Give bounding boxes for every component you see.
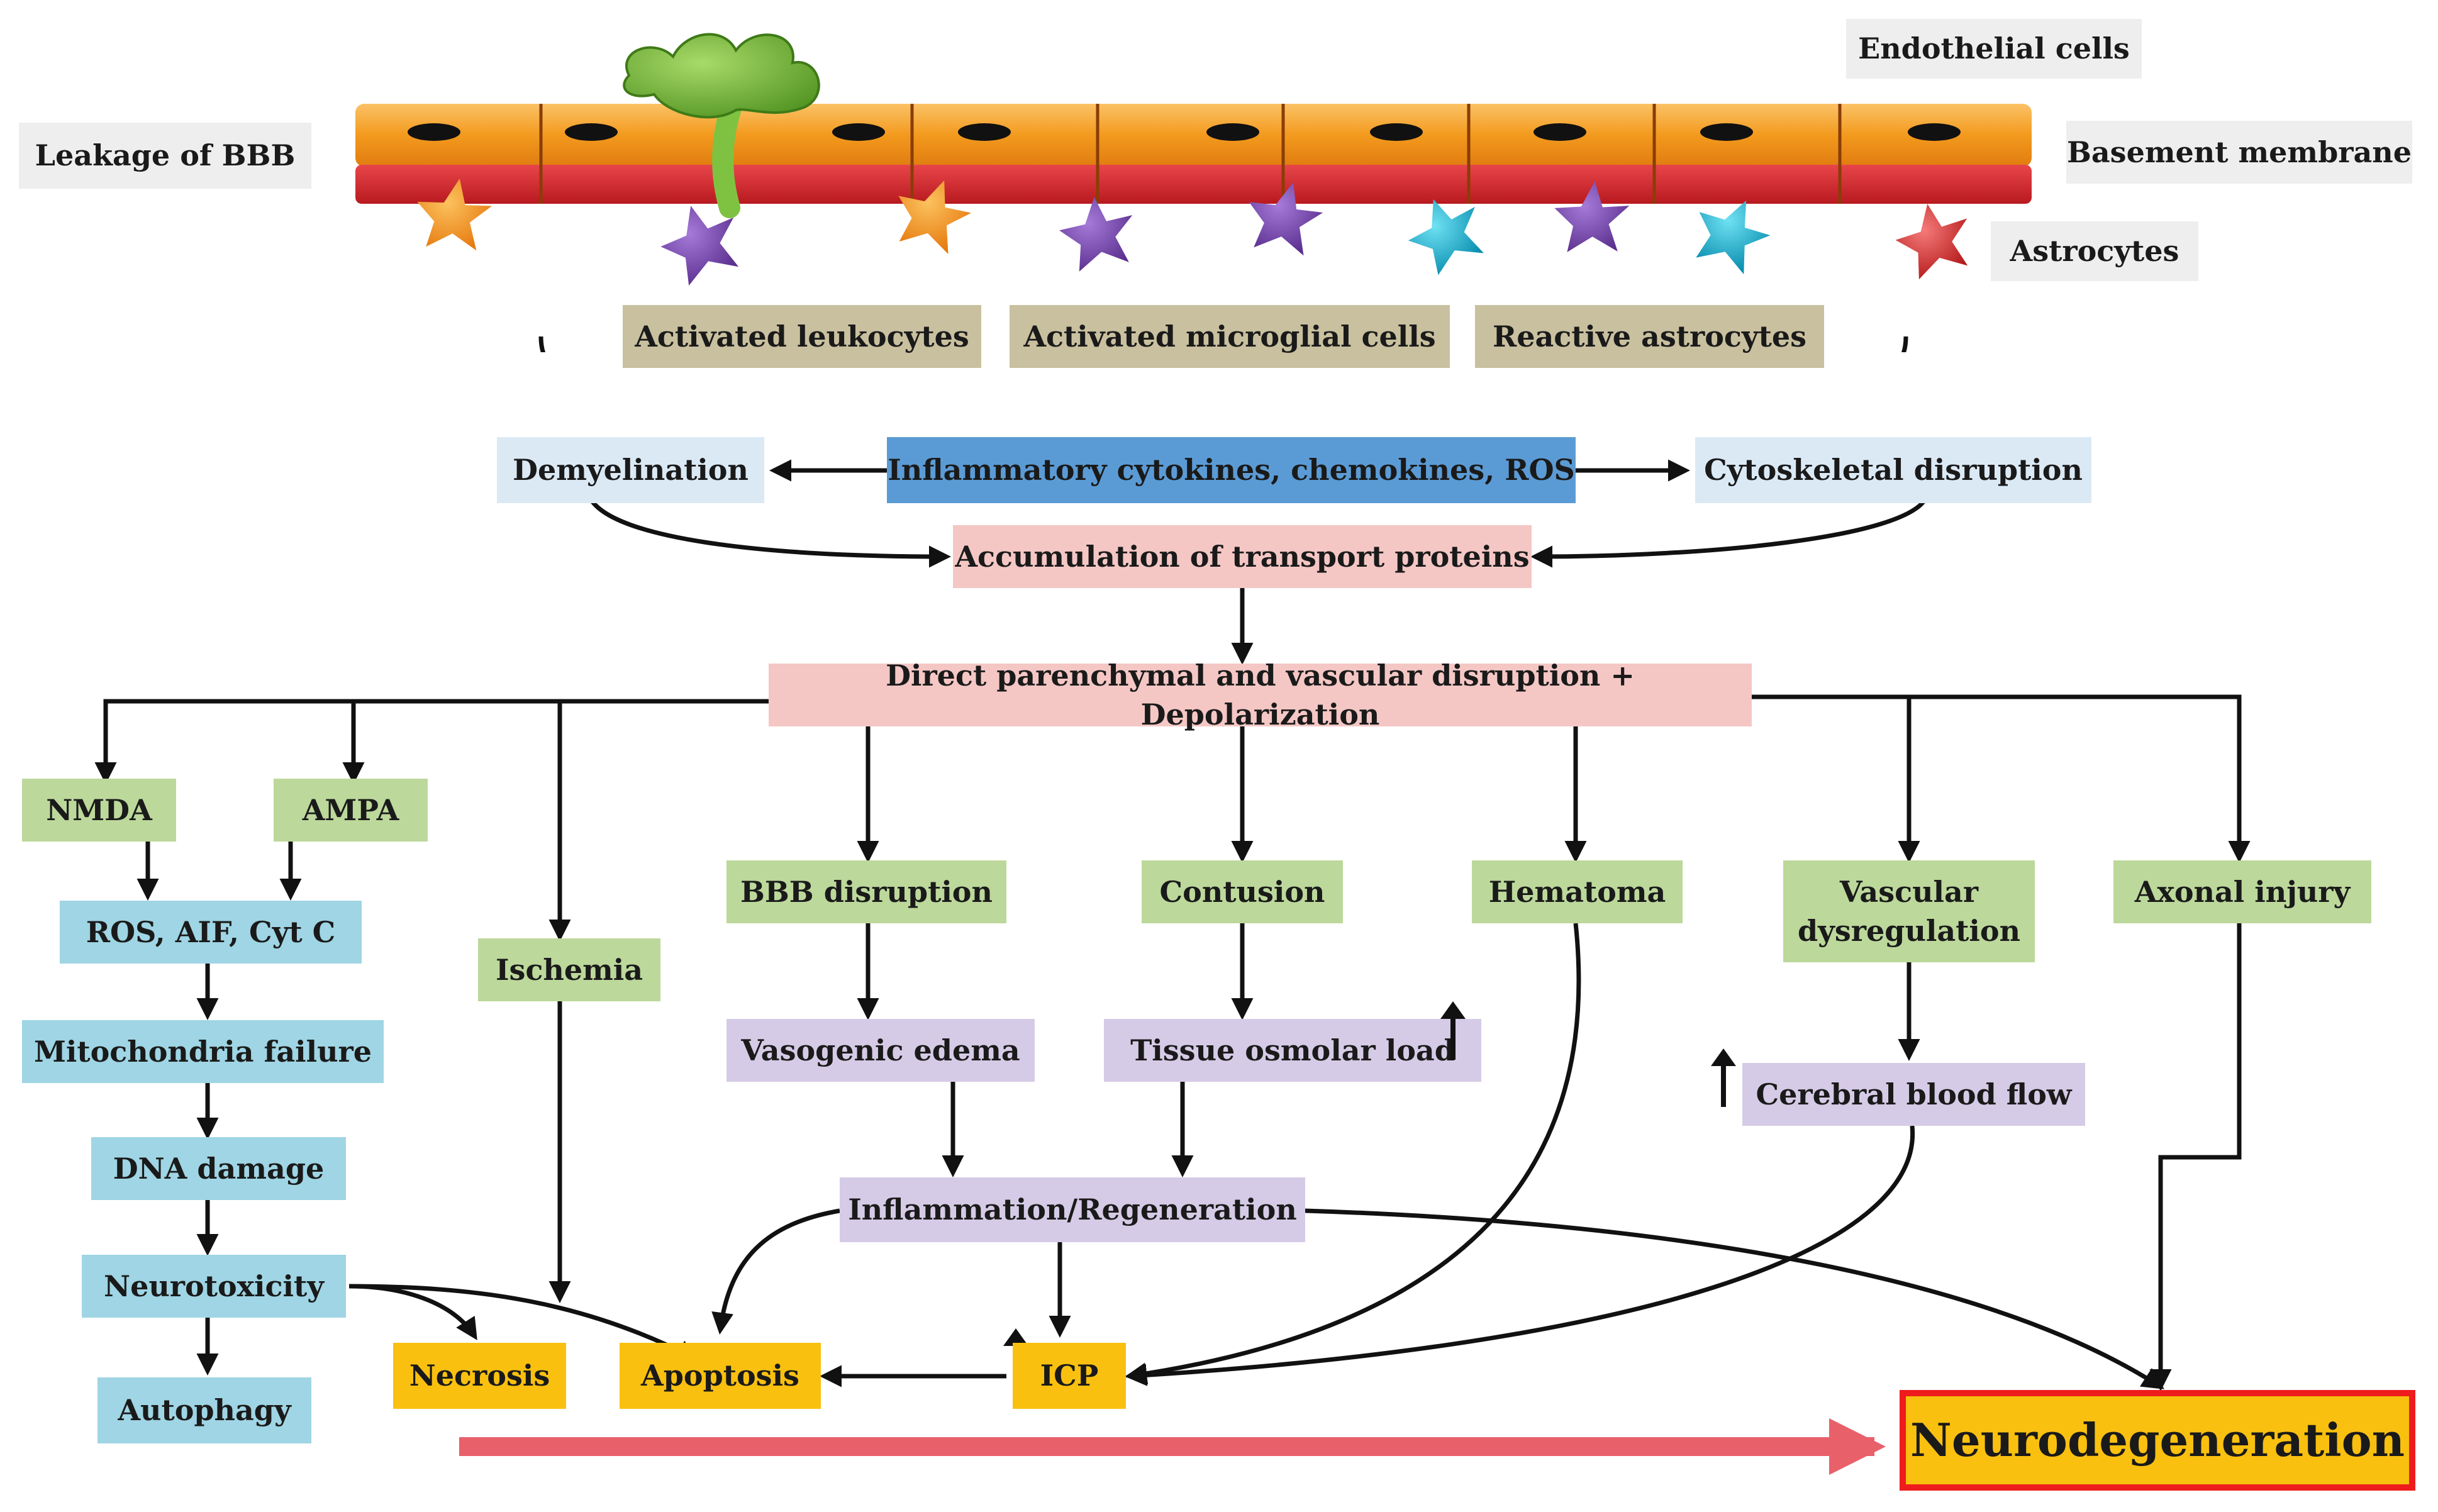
vascular-line-1: Vascular (1839, 874, 1979, 909)
cell-nuclei (408, 123, 1961, 141)
tissue-osmolar-box: Tissue osmolar load (1104, 1019, 1481, 1082)
ampa-box: AMPA (274, 779, 428, 842)
cerebral-blood-flow-box: Cerebral blood flow (1742, 1063, 2085, 1126)
nmda-box: NMDA (22, 779, 176, 842)
bbb-illustration (355, 33, 2032, 352)
icp-box: ICP (1013, 1343, 1126, 1409)
reactive-astrocytes-box: Reactive astrocytes (1475, 305, 1824, 368)
contusion-box: Contusion (1142, 860, 1343, 923)
activated-microglial-box: Activated microglial cells (1010, 305, 1450, 368)
accumulation-box: Accumulation of transport proteins (953, 525, 1532, 588)
ischemia-box: Ischemia (478, 938, 660, 1001)
leukocyte-cell (623, 33, 820, 218)
demyelination-box: Demyelination (497, 437, 764, 503)
astrocytes-label: Astrocytes (1991, 221, 2198, 281)
vasogenic-edema-box: Vasogenic edema (726, 1019, 1035, 1082)
necrosis-box: Necrosis (393, 1343, 566, 1409)
cytoskeletal-box: Cytoskeletal disruption (1695, 437, 2091, 503)
direct-disruption-box: Direct parenchymal and vascular disrupti… (769, 659, 1752, 731)
neurodegeneration-box: Neurodegeneration (1900, 1390, 2415, 1491)
leakage-bbb-label: Leakage of BBB (19, 123, 311, 189)
mitochondria-box: Mitochondria failure (22, 1020, 384, 1083)
dna-damage-box: DNA damage (91, 1137, 346, 1200)
axonal-injury-box: Axonal injury (2113, 860, 2371, 923)
apoptosis-box: Apoptosis (620, 1343, 821, 1409)
ros-aif-box: ROS, AIF, Cyt C (60, 901, 362, 964)
inflammatory-box: Inflammatory cytokines, chemokines, ROS (887, 437, 1576, 503)
increase-arrow-icon (1440, 1001, 1466, 1060)
autophagy-box: Autophagy (97, 1377, 311, 1443)
endothelial-layer (355, 104, 2032, 204)
activated-leukocytes-box: Activated leukocytes (623, 305, 981, 368)
vascular-line-2: dysregulation (1797, 914, 2021, 948)
endothelial-cells-label: Endothelial cells (1846, 19, 2142, 79)
bbb-disruption-box: BBB disruption (726, 860, 1006, 923)
neurotoxicity-box: Neurotoxicity (82, 1255, 346, 1318)
vascular-dysregulation-box: Vascular dysregulation (1783, 860, 2035, 962)
inflammation-regeneration-box: Inflammation/Regeneration (840, 1177, 1305, 1242)
basement-membrane-label: Basement membrane (2066, 121, 2412, 184)
increase-arrow-icon (1711, 1048, 1736, 1107)
hematoma-box: Hematoma (1472, 860, 1683, 923)
